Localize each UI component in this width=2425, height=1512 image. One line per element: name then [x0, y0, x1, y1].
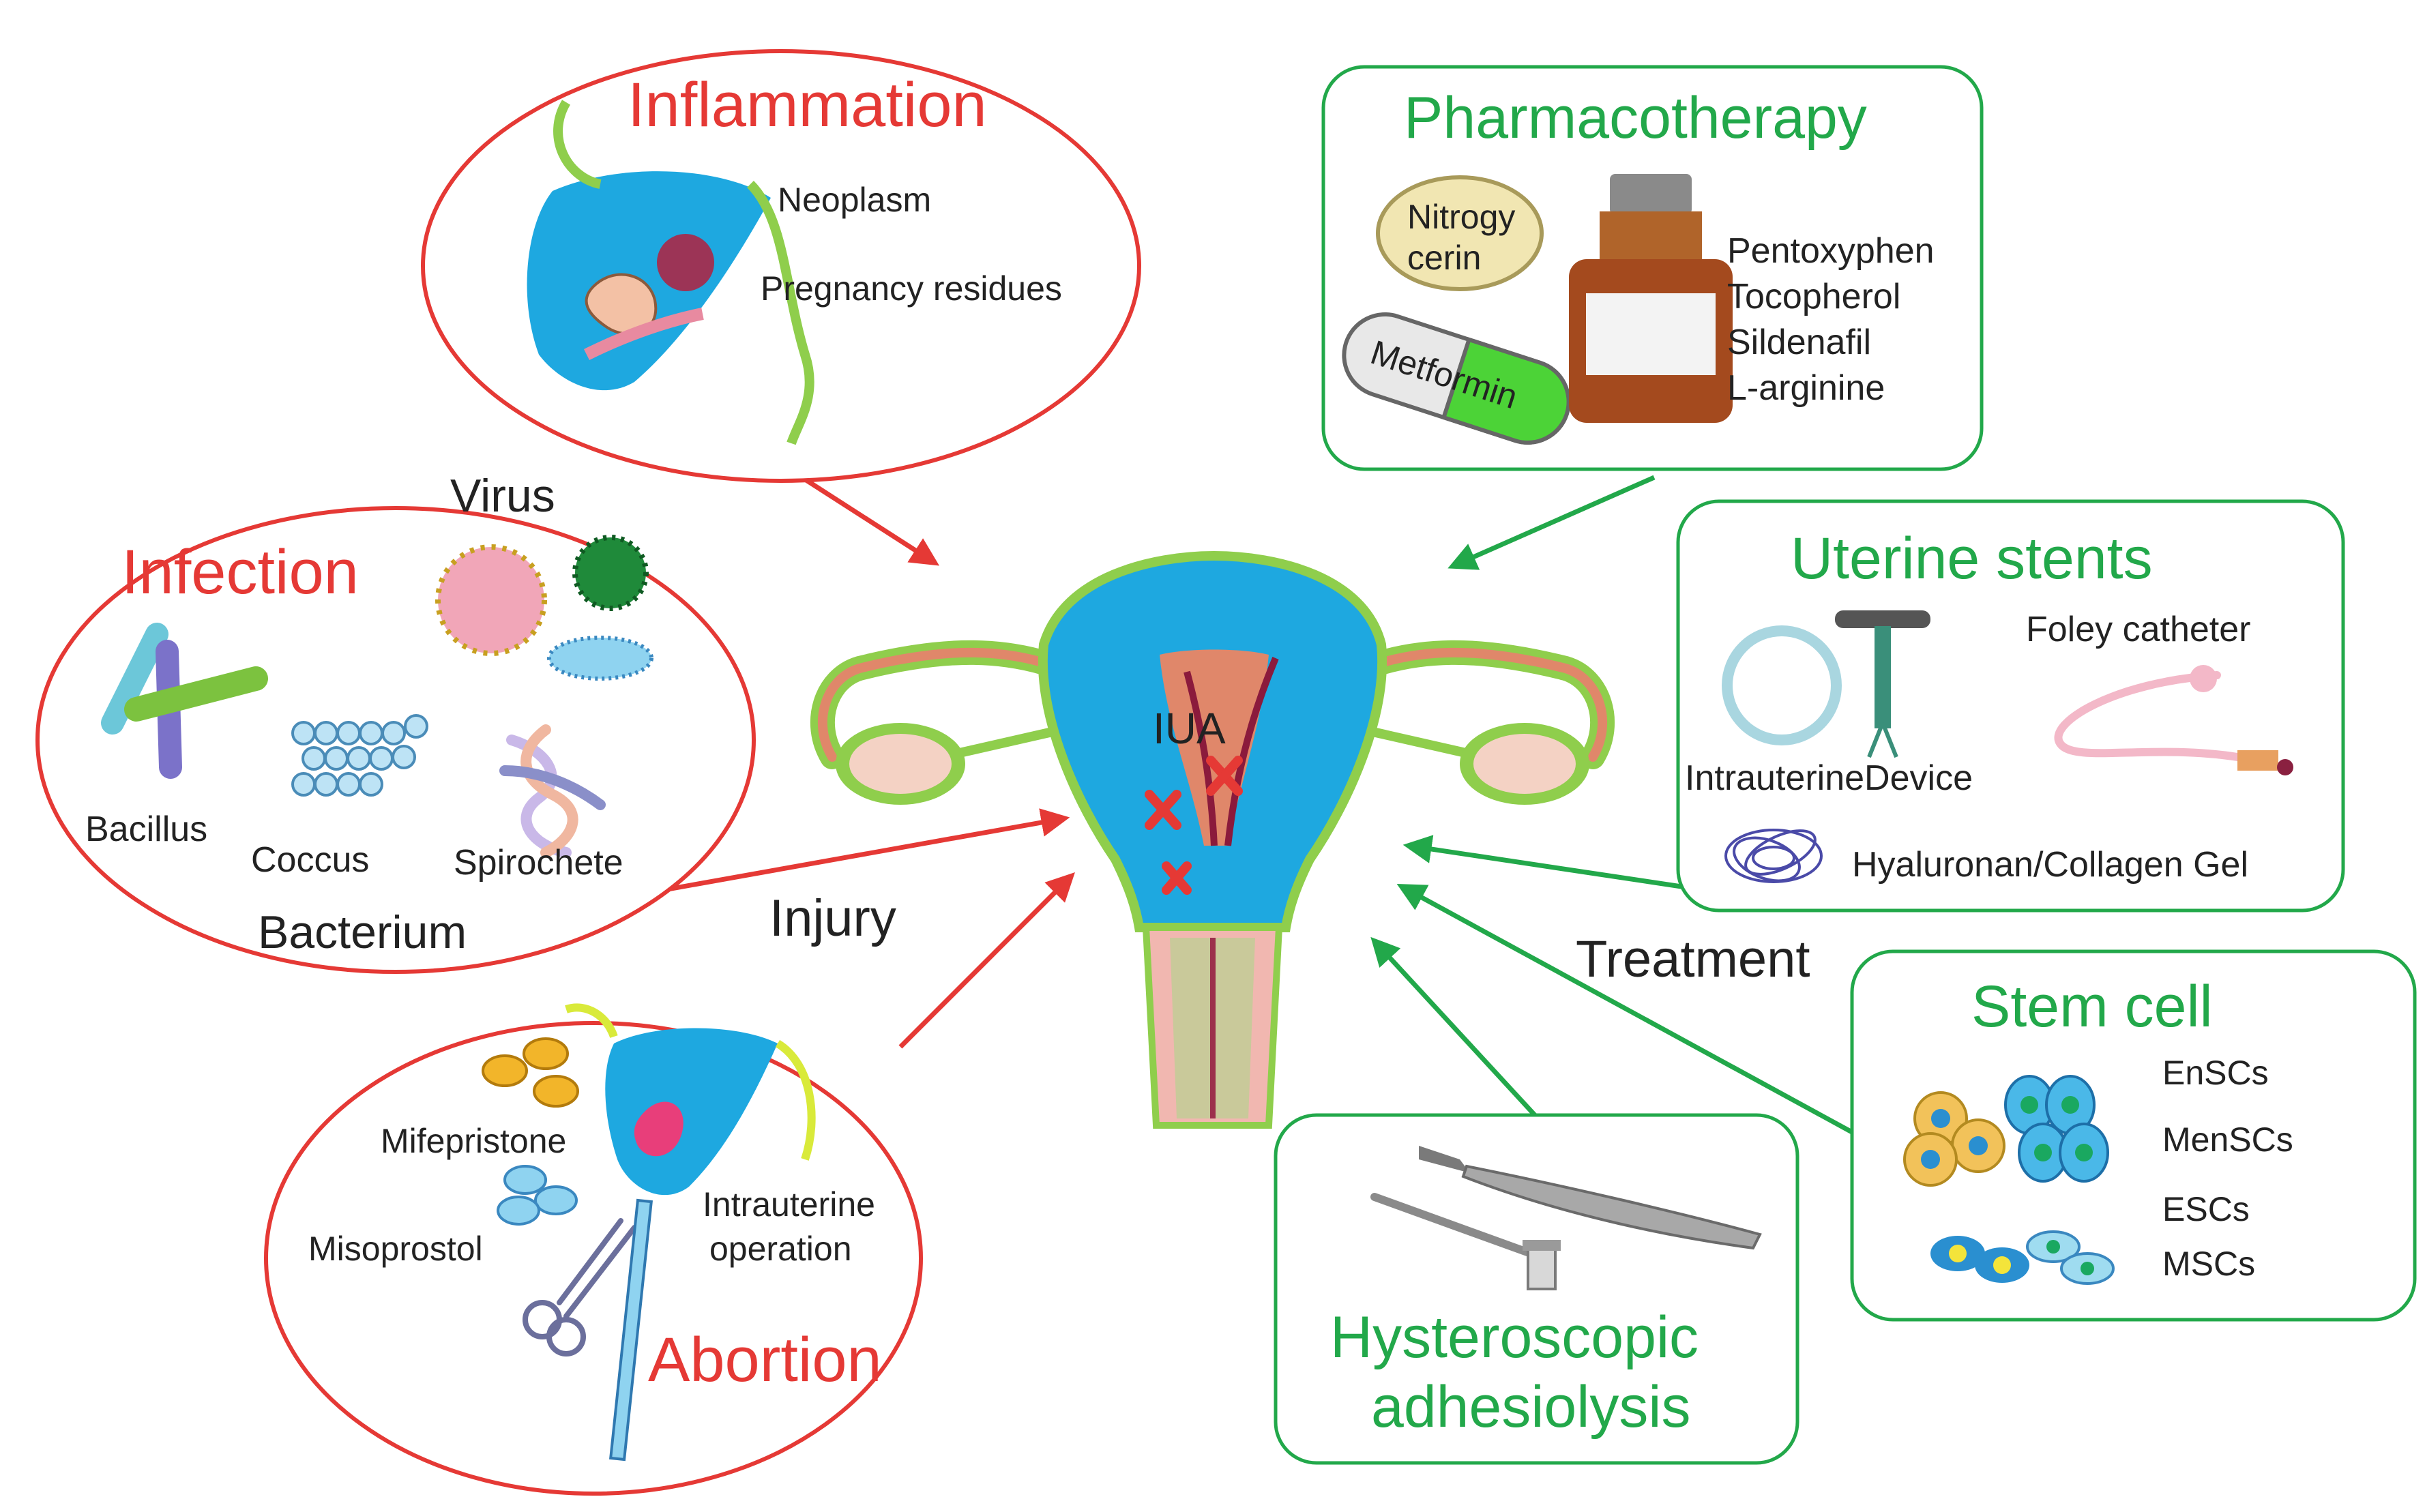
forceps-icon — [523, 1218, 637, 1357]
virus-green-icon — [572, 535, 649, 611]
bacterium-label: Bacterium — [258, 906, 467, 958]
foley-catheter-label: Foley catheter — [2026, 610, 2251, 649]
virus-pink-icon — [435, 544, 547, 656]
drug-l-arginine: L-arginine — [1727, 368, 1885, 408]
misoprostol-pills-icon — [497, 1165, 578, 1226]
iud-icon — [1835, 610, 1930, 758]
neoplasm-icon — [657, 234, 714, 291]
abortion-arrow — [898, 872, 1075, 1049]
hysteroscopic-arrow — [1370, 936, 1537, 1117]
pregnancy-residues-label: Pregnancy residues — [761, 269, 1062, 308]
neoplasm-label: Neoplasm — [778, 181, 931, 219]
inflamed-uterus-icon — [527, 100, 814, 445]
mifepristone-pills-icon — [482, 1037, 579, 1108]
metformin-capsule-icon: Metformin — [1342, 312, 1571, 445]
pill-label-line-1: Nitrogy — [1407, 198, 1515, 236]
msc-cells-icon — [2026, 1230, 2115, 1285]
misoprostol-label: Misoprostol — [308, 1230, 483, 1268]
uterus-illustration: IUA — [810, 550, 1615, 1129]
pill-label-line-2: cerin — [1407, 239, 1481, 277]
drug-sildenafil: Sildenafil — [1727, 323, 1871, 362]
stem-cell-title: Stem cell — [1971, 974, 2213, 1039]
cause-arrows — [644, 469, 1075, 1049]
abortion-panel: Mifepristone Misoprostol Intrauterine op… — [264, 1003, 923, 1496]
menscs-label: MenSCs — [2162, 1121, 2293, 1159]
coccus-icon — [291, 714, 428, 797]
stem-cell-arrow — [1396, 883, 1853, 1135]
abortion-uterus-icon — [565, 1003, 816, 1196]
stem-cell-frame — [1850, 949, 2417, 1322]
foley-catheter-icon — [2054, 665, 2293, 775]
operation-label: operation — [709, 1230, 852, 1268]
uterine-stents-title: Uterine stents — [1791, 526, 2153, 591]
esc-cells-icon — [1930, 1236, 2029, 1283]
hysteroscopic-title-line-2: adhesiolysis — [1371, 1374, 1690, 1440]
inflammation-arrow — [790, 469, 940, 566]
inflammation-title: Inflammation — [628, 70, 987, 140]
infection-panel: Infection Virus Bacillus Coccus Spiroche… — [35, 470, 756, 974]
curette-icon — [608, 1198, 653, 1462]
mifepristone-label: Mifepristone — [381, 1122, 566, 1160]
infection-title: Infection — [121, 537, 359, 607]
hysteroscopic-title-line-1: Hysteroscopic — [1330, 1305, 1699, 1370]
bacillus-icon — [101, 623, 268, 779]
yellow-stem-cells-icon — [1903, 1091, 2005, 1187]
drug-tocopherol: Tocopherol — [1727, 277, 1900, 316]
intrauterine-label: Intrauterine — [703, 1185, 875, 1224]
stents-arrow — [1402, 835, 1682, 889]
hysteroscopic-panel: Hysteroscopic adhesiolysis — [1274, 1113, 1799, 1465]
endometrium — [1160, 649, 1269, 846]
blue-stem-cells-icon — [2004, 1075, 2109, 1183]
enscs-label: EnSCs — [2162, 1054, 2269, 1092]
stem-cell-panel: Stem cell EnSCs MenSCs ESCs MSCs — [1850, 949, 2417, 1322]
pharmacotherapy-panel: Pharmacotherapy Nitrogy cerin Metformin … — [1321, 65, 1984, 471]
ring-device-icon — [1722, 625, 1842, 745]
mscs-label: MSCs — [2162, 1245, 2255, 1283]
pharmacotherapy-title: Pharmacotherapy — [1404, 85, 1867, 151]
hysteroscope-icon — [1370, 1193, 1561, 1290]
treatment-arrows — [1370, 475, 1853, 1135]
spirochete-label: Spirochete — [454, 843, 623, 883]
iua-label: IUA — [1153, 704, 1226, 753]
injury-label: Injury — [769, 889, 896, 947]
nitroglycerin-pill-icon — [1376, 175, 1544, 291]
gel-icon — [1724, 829, 1823, 883]
spirochete-icon — [499, 724, 606, 858]
hyaluronan-gel-label: Hyaluronan/Collagen Gel — [1852, 845, 2248, 885]
virus-blue-icon — [547, 636, 653, 681]
uterine-stents-panel: Uterine stents Foley catheter Intrauteri… — [1676, 499, 2345, 913]
medicine-bottle-icon — [1569, 174, 1733, 423]
bacillus-label: Bacillus — [85, 810, 207, 849]
drug-pentoxyphen: Pentoxyphen — [1727, 231, 1935, 271]
pharmacotherapy-arrow — [1447, 475, 1656, 570]
embryo-icon — [634, 1101, 684, 1157]
intrauterine-device-label: IntrauterineDevice — [1685, 758, 1973, 798]
infection-arrow — [644, 808, 1070, 896]
virus-label: Virus — [450, 470, 555, 522]
treatment-label: Treatment — [1576, 930, 1810, 988]
inflammation-panel: Inflammation Neoplasm Pregnancy residues — [421, 49, 1141, 483]
escs-label: ESCs — [2162, 1190, 2250, 1228]
scalpel-icon — [1419, 1146, 1762, 1250]
coccus-label: Coccus — [251, 840, 369, 880]
adhesion-marks — [1145, 756, 1243, 895]
uterine-stents-frame — [1676, 499, 2345, 913]
abortion-title: Abortion — [648, 1325, 882, 1395]
